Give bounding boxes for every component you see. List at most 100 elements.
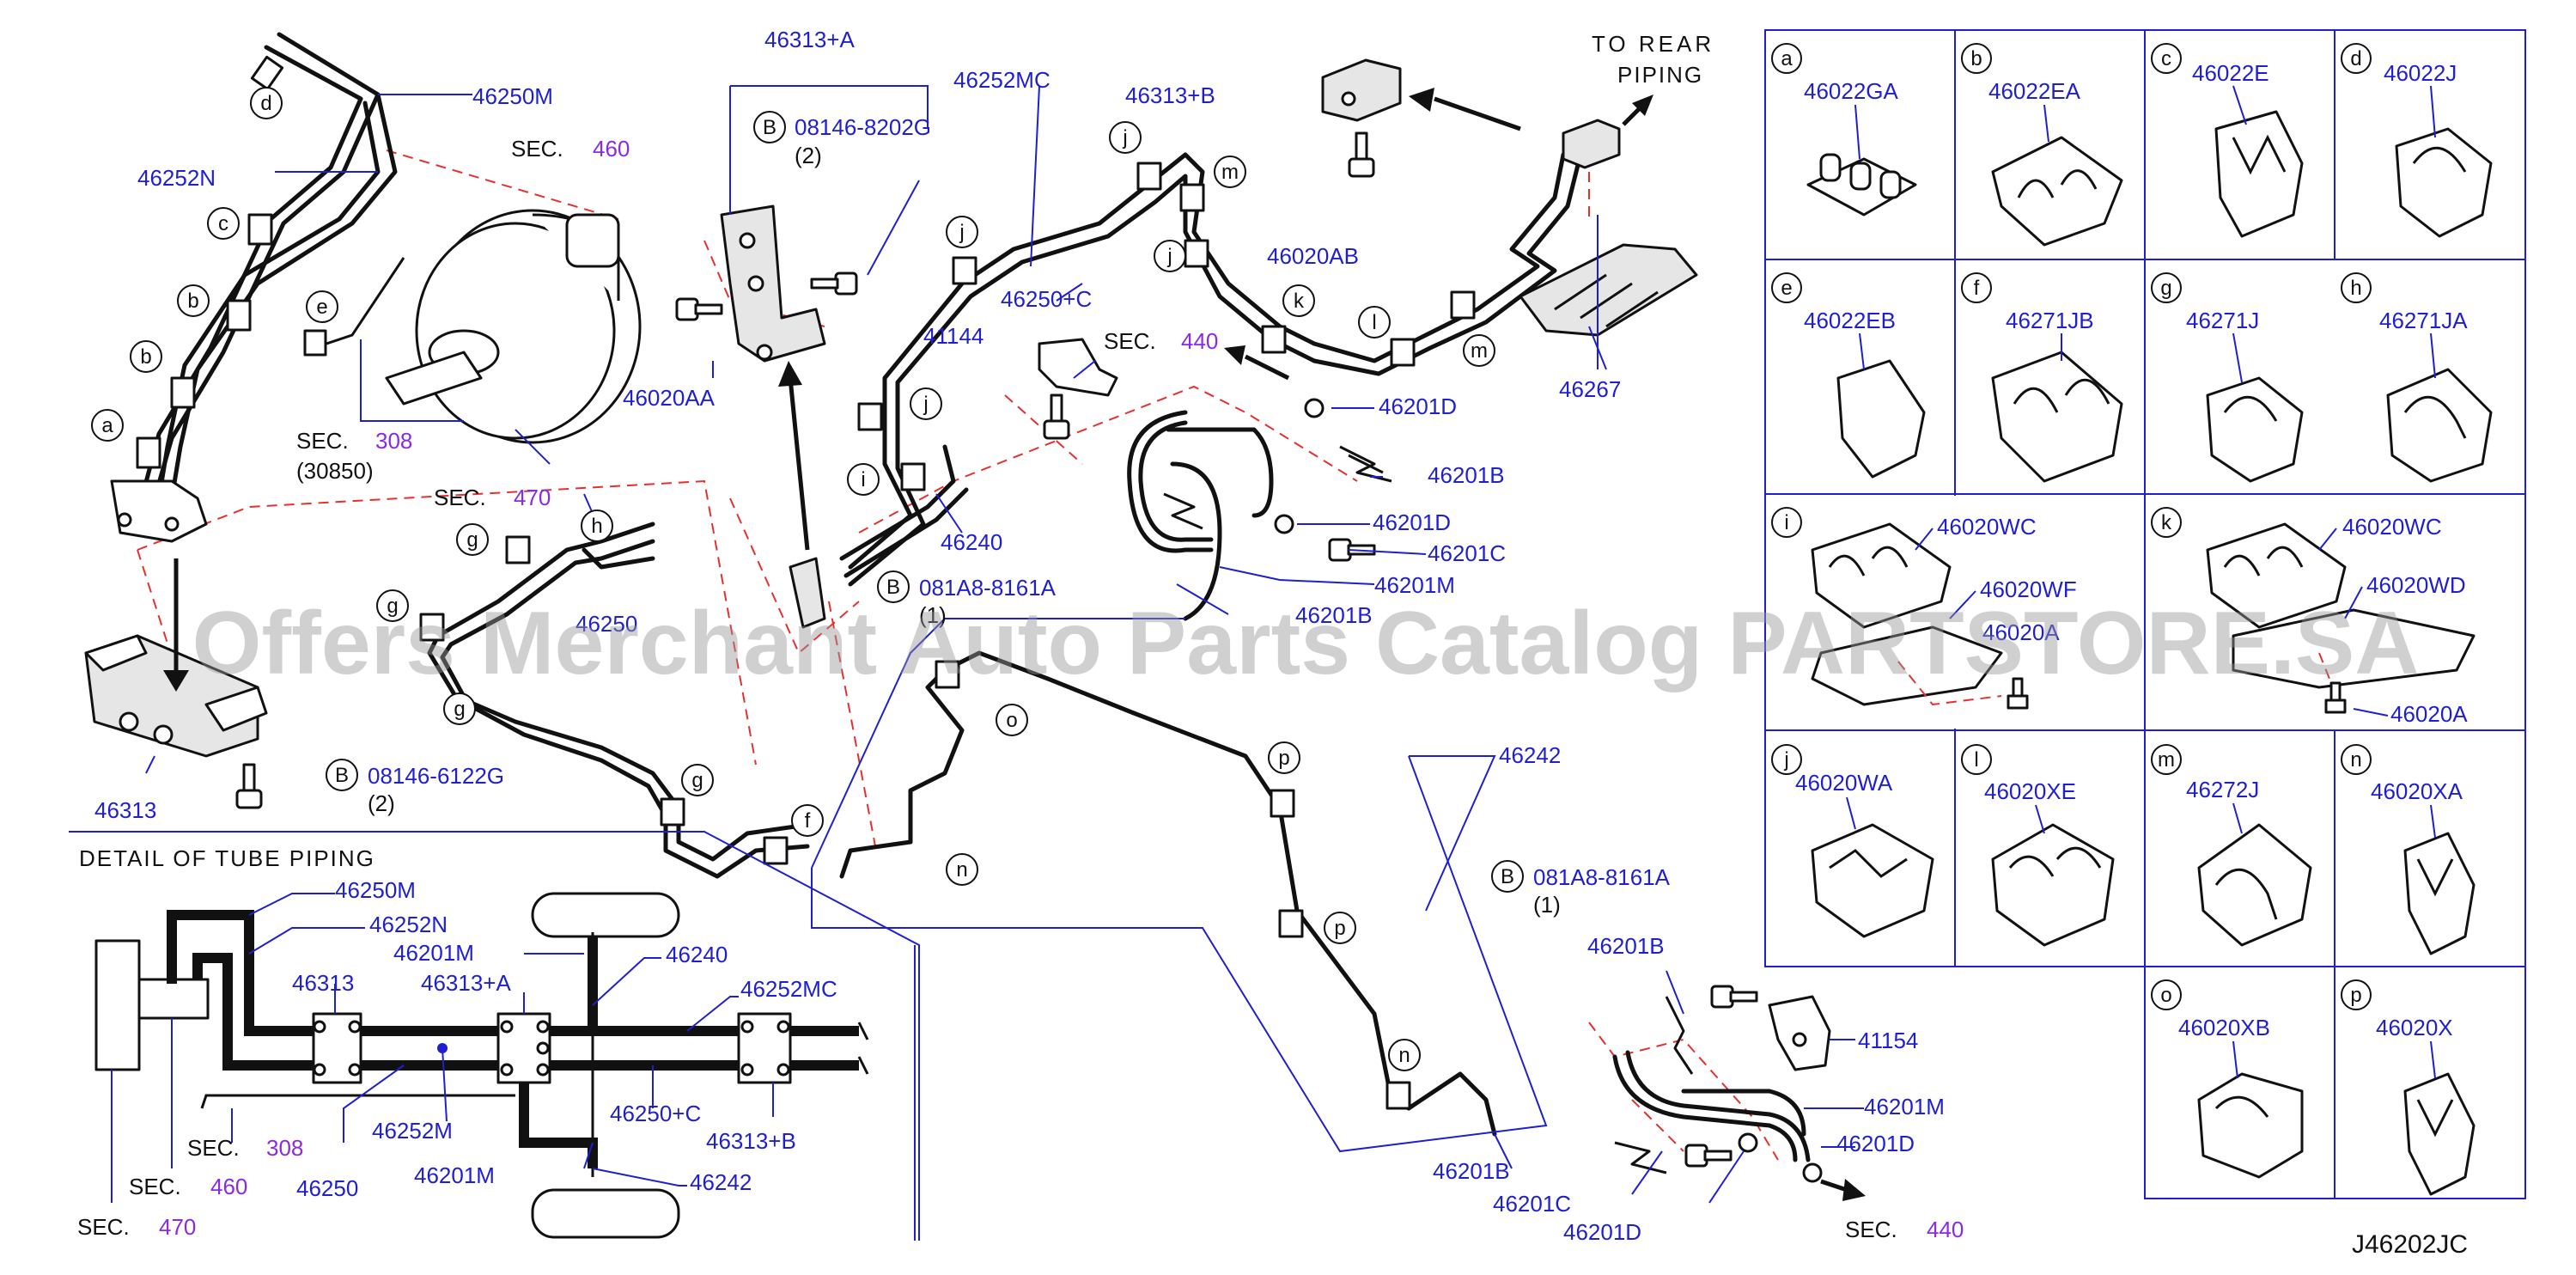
label-41144: 41144 bbox=[923, 323, 984, 349]
svg-text:a: a bbox=[101, 414, 113, 437]
callout-n1: n bbox=[946, 853, 978, 886]
svg-text:g: g bbox=[466, 528, 478, 552]
detail-of-tube-piping: DETAIL OF TUBE PIPING bbox=[77, 845, 869, 1240]
legend-cell-d: d 46022J bbox=[2341, 43, 2493, 238]
svg-text:j: j bbox=[1122, 126, 1127, 149]
legend-cell-b: b 46022EA bbox=[1961, 43, 2123, 247]
svg-text:i: i bbox=[861, 468, 865, 491]
callout-l: l bbox=[1358, 306, 1391, 339]
callout-j2: j bbox=[1109, 121, 1142, 154]
svg-text:g: g bbox=[691, 769, 703, 792]
label-46201D-2: 46201D bbox=[1373, 509, 1451, 535]
washers bbox=[1274, 398, 1823, 1183]
svg-text:p: p bbox=[1334, 917, 1345, 940]
qty-08146-6122G: (2) bbox=[368, 790, 395, 816]
qty-081A8-rear: (1) bbox=[1533, 892, 1561, 918]
label-46240: 46240 bbox=[941, 529, 1002, 555]
svg-text:g: g bbox=[387, 595, 398, 618]
svg-text:SEC.: SEC. bbox=[187, 1135, 240, 1161]
legend-cells: a 46022GA b 46022EA c 46022E d 46022J bbox=[1771, 43, 2493, 1196]
region-frames bbox=[69, 618, 1548, 1241]
svg-text:460: 460 bbox=[593, 136, 630, 162]
svg-text:h: h bbox=[591, 515, 602, 538]
legend-grid bbox=[1764, 29, 2526, 1199]
label-46252MC: 46252MC bbox=[953, 67, 1050, 93]
arrows bbox=[163, 88, 1866, 1201]
label-46313: 46313 bbox=[94, 797, 156, 823]
svg-text:n: n bbox=[2350, 748, 2361, 772]
callout-m1: m bbox=[1214, 156, 1246, 188]
label-46201B-2: 46201B bbox=[1295, 602, 1373, 628]
label-46250M: 46250M bbox=[472, 83, 553, 109]
svg-text:46271JA: 46271JA bbox=[2379, 308, 2468, 333]
svg-text:i: i bbox=[1784, 511, 1788, 534]
label-46201D-4: 46201D bbox=[1563, 1219, 1641, 1245]
bracket-41154 bbox=[1768, 995, 1831, 1071]
svg-text:46240: 46240 bbox=[666, 942, 728, 967]
bracket-46240 bbox=[789, 557, 826, 629]
tube-clips bbox=[136, 55, 1476, 1110]
svg-text:l: l bbox=[1974, 748, 1978, 772]
label-46252N: 46252N bbox=[137, 165, 216, 191]
svg-text:46020XA: 46020XA bbox=[2371, 778, 2463, 804]
callout-g4: g bbox=[681, 764, 714, 796]
svg-text:308: 308 bbox=[375, 428, 412, 454]
svg-text:46020X: 46020X bbox=[2376, 1015, 2453, 1040]
leader-lines bbox=[145, 85, 1864, 1204]
svg-text:a: a bbox=[1781, 47, 1793, 70]
svg-text:46271J: 46271J bbox=[2186, 308, 2259, 333]
svg-text:SEC.: SEC. bbox=[1845, 1217, 1897, 1242]
legend-cell-o: o 46020XB bbox=[2151, 979, 2304, 1179]
bolt-callout-081A8-front: B bbox=[877, 570, 910, 603]
svg-text:PIPING: PIPING bbox=[1617, 62, 1703, 88]
svg-text:j: j bbox=[923, 393, 928, 416]
svg-text:SEC.: SEC. bbox=[511, 136, 563, 162]
svg-text:m: m bbox=[2158, 748, 2175, 772]
main-labels: 46250M 46252N 46313 08146-6122G (2) 4631… bbox=[94, 27, 1945, 1245]
callout-e: e bbox=[306, 290, 338, 323]
legend-cell-p: p 46020X bbox=[2341, 979, 2476, 1196]
callout-p1: p bbox=[1268, 741, 1300, 774]
svg-text:46020WF: 46020WF bbox=[1980, 576, 2077, 602]
label-46201M-2: 46201M bbox=[1864, 1094, 1945, 1119]
svg-text:B: B bbox=[1501, 865, 1514, 888]
svg-text:46020WA: 46020WA bbox=[1795, 770, 1893, 796]
to-rear-piping: TO REAR PIPING bbox=[1592, 31, 1711, 88]
label-08146-8202G: 08146-8202G bbox=[795, 114, 931, 140]
legend-cell-c: c 46022E bbox=[2151, 43, 2304, 238]
label-46201M-1: 46201M bbox=[1374, 572, 1455, 598]
svg-text:n: n bbox=[1398, 1044, 1410, 1067]
svg-text:f: f bbox=[805, 809, 811, 833]
rear-junction bbox=[1562, 119, 1621, 169]
svg-text:440: 440 bbox=[1181, 328, 1218, 354]
bolt-callout-08146-8202G: B bbox=[753, 111, 786, 143]
label-081A8-8161A-front: 081A8-8161A bbox=[919, 575, 1057, 601]
svg-text:46022J: 46022J bbox=[2384, 60, 2457, 86]
svg-text:46252N: 46252N bbox=[369, 912, 448, 937]
svg-text:SEC.: SEC. bbox=[129, 1174, 181, 1199]
svg-text:c: c bbox=[218, 212, 228, 235]
label-46313A: 46313+A bbox=[764, 27, 855, 52]
svg-text:m: m bbox=[1221, 161, 1239, 184]
svg-text:d: d bbox=[2350, 47, 2361, 70]
label-46201D-1: 46201D bbox=[1379, 393, 1457, 419]
svg-text:470: 470 bbox=[159, 1214, 196, 1240]
bracket-41144 bbox=[1038, 338, 1118, 397]
svg-text:46022EB: 46022EB bbox=[1804, 308, 1896, 333]
svg-text:460: 460 bbox=[210, 1174, 247, 1199]
legend-cell-f: f 46271JB bbox=[1961, 272, 2123, 483]
callout-h: h bbox=[581, 509, 613, 542]
svg-text:46252MC: 46252MC bbox=[740, 976, 837, 1002]
svg-text:46022E: 46022E bbox=[2192, 60, 2269, 86]
legend-cell-g: g 46271J bbox=[2151, 272, 2304, 483]
legend-cell-l: l 46020XE bbox=[1961, 744, 2115, 947]
callout-p2: p bbox=[1324, 912, 1356, 944]
svg-text:k: k bbox=[1294, 290, 1305, 313]
tube-46201M-front bbox=[1127, 410, 1274, 621]
svg-text:l: l bbox=[1372, 311, 1376, 334]
legend-cell-h: h 46271JA bbox=[2341, 272, 2493, 483]
svg-text:46022EA: 46022EA bbox=[1988, 78, 2081, 104]
label-46313B: 46313+B bbox=[1125, 82, 1215, 108]
label-46020AA: 46020AA bbox=[623, 385, 716, 411]
